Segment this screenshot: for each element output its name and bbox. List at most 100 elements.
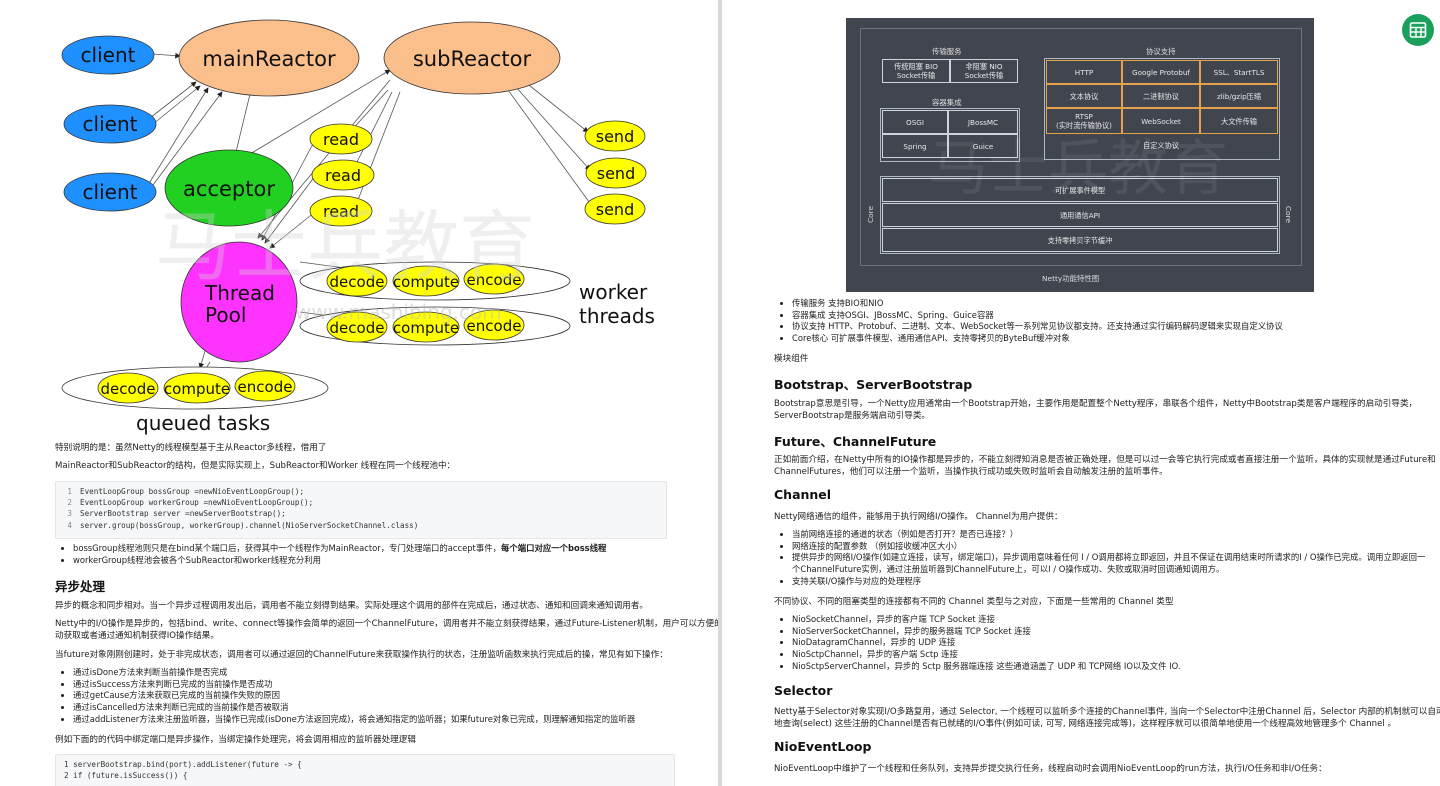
send-node-3 (584, 193, 646, 225)
core-label-right: Core (1284, 205, 1294, 224)
protocol-group (1044, 58, 1280, 160)
async-para-1: 异步的概念和同步相对。当一个异步过程调用发出后，调用者不能立刻得到结果。实际处理… (55, 601, 648, 611)
worker-threads-label-line1: worker (579, 280, 648, 304)
transport-title: 传输服务 (932, 47, 962, 56)
compute-label-1: compute (393, 273, 459, 291)
feature-summary-list: 传输服务 支持BIO和NIO 容器集成 支持OSGI、JBossMC、Sprin… (774, 298, 1283, 345)
container-spring-cell: Spring (882, 134, 948, 158)
client-label-1: client (81, 43, 136, 67)
thread-pool-node (180, 241, 298, 363)
read-node-2 (311, 159, 375, 191)
protocol-rtsp-cell: RTSP (实时流传输协议) (1046, 108, 1122, 134)
protocol-binary-cell: 二进制协议 (1122, 84, 1200, 108)
async-para-2b: 动获取或者通过通知机制获得IO操作结果。 (55, 631, 219, 641)
encode-label-1: encode (467, 271, 522, 289)
send-label-1: send (596, 127, 634, 146)
core-zero-copy-cell: 支持零拷贝字节缓冲 (882, 228, 1278, 252)
code-line: 1 serverBootstrap.bind(port).addListener… (64, 760, 302, 769)
container-jbossmc-cell: JBossMC (948, 110, 1018, 134)
list-item: 通过isCancelled方法来判断已完成的当前操作是否被取消 (73, 702, 635, 714)
queued-tasks-label: queued tasks (136, 411, 270, 435)
list-item: NioSctpServerChannel，异步的 Sctp 服务器端连接 这些通… (792, 661, 1181, 673)
list-item: NioServerSocketChannel，异步的服务器端 TCP Socke… (792, 626, 1181, 638)
protocol-title: 协议支持 (1146, 47, 1176, 56)
list-item: 通过addListener方法来注册监听器，当操作已完成(isDone方法返回完… (73, 714, 635, 726)
list-item: 网络连接的配置参数 （例如接收缓冲区大小） (792, 541, 1425, 553)
sub-reactor-label: subReactor (413, 47, 532, 71)
channel-features-list: 当前网络连接的通道的状态（例如是否打开？是否已连接？） 网络连接的配置参数 （例… (774, 529, 1425, 588)
nioeventloop-para: NioEventLoop中维护了一个线程和任务队列，支持异步提交执行任务，线程启… (774, 764, 1327, 774)
thread-pool-label-line1: Thread (204, 281, 275, 305)
send-node-2 (585, 157, 647, 189)
protocol-http-cell: HTTP (1046, 60, 1122, 84)
list-item: NioSctpChannel，异步的客户端 Sctp 连接 (792, 649, 1181, 661)
client-nodes (61, 35, 157, 212)
future-para-2: ChannelFutures，他们可以注册一个监听，当操作执行成功或失败时监听会… (774, 467, 1168, 477)
heading-future: Future、ChannelFuture (774, 434, 937, 449)
async-para-3: 当future对象刚刚创建时，处于非完成状态，调用者可以通过返回的Channel… (55, 650, 668, 660)
heading-selector: Selector (774, 683, 833, 698)
read-node-3 (309, 195, 373, 227)
core-group (880, 176, 1280, 254)
container-guice-cell: Guice (948, 134, 1018, 158)
list-item: workerGroup线程池会被各个SubReactor和worker线程充分利… (73, 555, 606, 567)
heading-channel: Channel (774, 487, 832, 502)
figure-frame (860, 28, 1302, 266)
send-node-1 (584, 120, 646, 152)
list-item: bossGroup线程池则只是在bind某个端口后，获得其中一个线程作为Main… (73, 543, 606, 555)
client-label-2: client (83, 112, 138, 136)
code-line: 2 if (future.isSuccess()) { (64, 771, 188, 781)
reactor-diagram: client client client mainReactor subReac… (61, 19, 655, 435)
channel-types-para: 不同协议、不同的阻塞类型的连接都有不同的 Channel 类型与之对应，下面是一… (774, 597, 1174, 607)
send-label-3: send (596, 200, 634, 219)
list-item: 通过isSuccess方法来判断已完成的当前操作是否成功 (73, 679, 635, 691)
channel-para: Netty网络通信的组件，能够用于执行网络I/O操作。 Channel为用户提供… (774, 512, 1063, 522)
encode-label-3: encode (238, 378, 293, 396)
future-ops-list: 通过isDone方法来判断当前操作是否完成 通过isSuccess方法来判断已完… (55, 667, 635, 726)
container-title: 容器集成 (932, 98, 962, 107)
bootstrap-para-2: ServerBootstrap是服务端启动引导类。 (774, 411, 931, 421)
core-api-cell: 通用通信API (882, 203, 1278, 227)
read-label-1: read (323, 130, 359, 149)
acceptor-label: acceptor (183, 177, 275, 201)
list-item: Core核心 可扩展事件模型、通用通信API、支持零拷贝的ByteBuf缓冲对象 (792, 333, 1283, 345)
transport-bio-cell: 传统阻塞 BIO Socket传输 (882, 59, 950, 83)
selector-para-2: 地查询(select) 这些注册的Channel是否有已就绪的I/O事件(例如可… (774, 719, 1397, 729)
diagram-arrows (147, 52, 593, 379)
transport-nio-cell: 非阻塞 NIO Socket传输 (950, 59, 1018, 83)
decode-label-3: decode (101, 380, 156, 398)
container-group (880, 108, 1020, 162)
note-line-2: MainReactor和SubReactor的结构，但是实际实现上，SubRea… (55, 461, 456, 471)
read-node-1 (309, 123, 373, 155)
heading-nioeventloop: NioEventLoop (774, 739, 872, 754)
client-label-3: client (83, 180, 138, 204)
protocol-text-cell: 文本协议 (1046, 84, 1122, 108)
protocol-largefile-cell: 大文件传输 (1200, 108, 1278, 134)
list-item: 协议支持 HTTP、Protobuf、二进制、文本、WebSocket等一系列常… (792, 321, 1283, 333)
protocol-zlib-cell: zlib/gzip压缩 (1200, 84, 1278, 108)
netty-feature-figure: 传输服务 传统阻塞 BIO Socket传输 非阻塞 NIO Socket传输 … (846, 18, 1314, 292)
worker-row-2 (326, 309, 525, 343)
read-label-3: read (323, 202, 359, 221)
protocol-ssl-cell: SSL、StartTLS (1200, 60, 1278, 84)
protocol-custom-cell: 自定义协议 (1143, 140, 1179, 150)
thread-group-bullets: bossGroup线程池则只是在bind某个端口后，获得其中一个线程作为Main… (55, 543, 606, 566)
list-item: NioDatagramChannel，异步的 UDP 连接 (792, 637, 1181, 649)
worker-row-1 (326, 263, 525, 297)
protocol-websocket-cell: WebSocket (1122, 108, 1200, 134)
example-para: 例如下面的的代码中绑定端口是异步操作，当绑定操作处理完，将会调用相应的监听器处理… (55, 735, 416, 745)
send-label-2: send (597, 164, 635, 183)
acceptor-node (164, 149, 294, 227)
module-label: 模块组件 (774, 354, 809, 364)
list-item: NioSocketChannel，异步的客户端 TCP Socket 连接 (792, 614, 1181, 626)
spreadsheet-tool-button[interactable] (1402, 14, 1434, 46)
read-label-2: read (325, 166, 361, 185)
code-block-bind: 1 serverBootstrap.bind(port).addListener… (55, 754, 675, 786)
selector-para-1: Netty基于Selector对象实现I/O多路复用，通过 Selector, … (774, 707, 1440, 717)
list-item: 通过getCause方法来获取已完成的当前操作失败的原因 (73, 690, 635, 702)
bootstrap-para-1: Bootstrap意思是引导，一个Netty应用通常由一个Bootstrap开始… (774, 399, 1418, 409)
